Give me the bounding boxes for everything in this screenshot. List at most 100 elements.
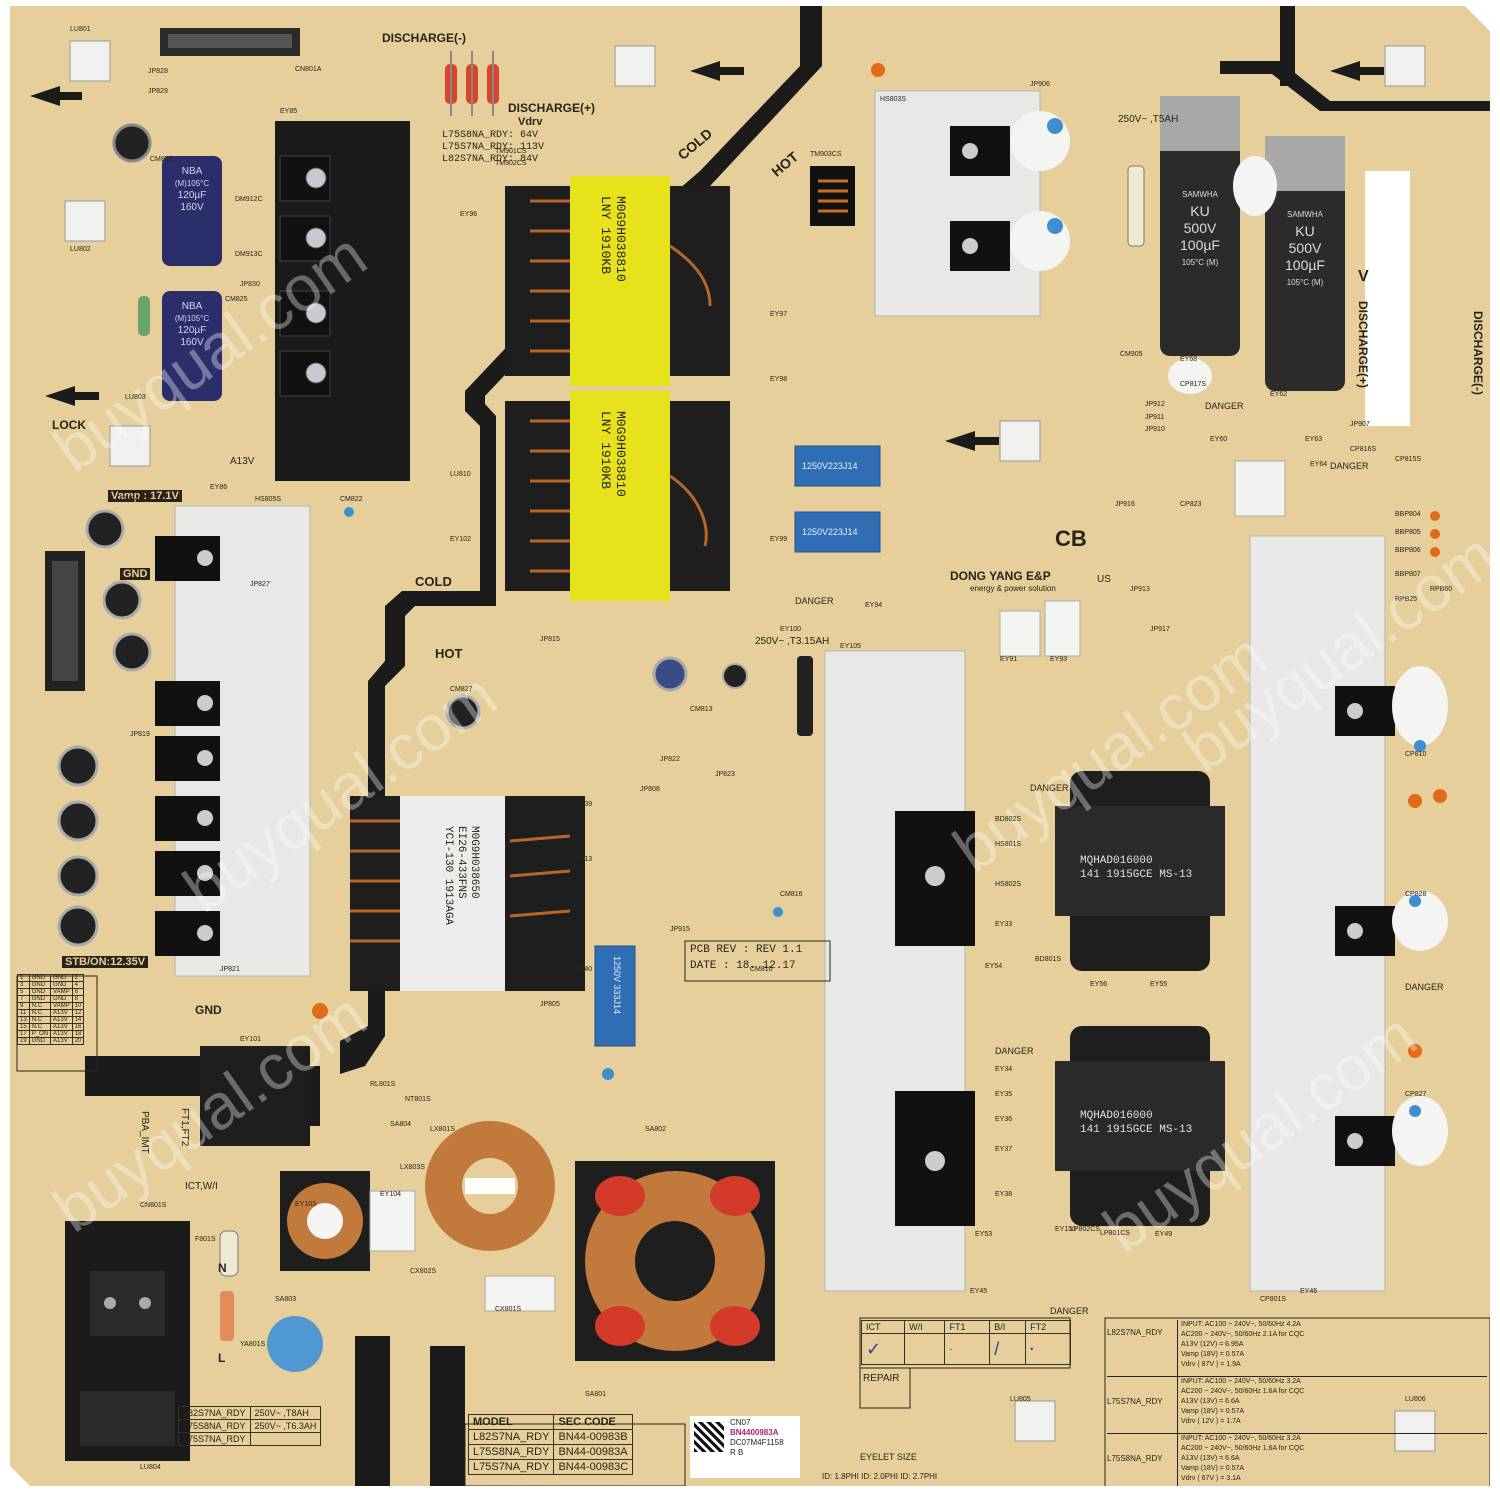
refdes-label: EY97 xyxy=(770,311,788,318)
refdes-label: JP823 xyxy=(715,771,735,778)
vdrv-l75s7: L75S7NA_RDY: 113V xyxy=(442,142,545,153)
connector-pin-cell: 4 xyxy=(71,981,85,989)
connector-pin-cell: GND xyxy=(50,981,73,989)
danger-label-4: DANGER xyxy=(1050,1306,1089,1316)
check-ft1: FT1 xyxy=(944,1320,991,1334)
fuse-mid-label: 250V~ ,T3.15AH xyxy=(755,636,830,647)
refdes-label: EY85 xyxy=(280,108,298,115)
connector-pin-cell: 5 xyxy=(17,988,30,996)
bulk-cap-1-temp: 105°C (M) xyxy=(1181,258,1219,267)
connector-pin-cell: A13V xyxy=(50,1009,73,1017)
nba-cap-1-line4: 160V xyxy=(180,202,204,213)
refdes-label: DM913C xyxy=(235,251,263,258)
refdes-label: LU805 xyxy=(1010,1396,1031,1403)
transformer-mid-marking: M0G9H038810 LNY 1910KB xyxy=(598,411,628,497)
connector-pin-cell: GND xyxy=(28,981,52,989)
refdes-label: JP829 xyxy=(148,88,168,95)
bulk-cap-2-marking: SAMWHA KU 500V 100µF 105°C (M) xyxy=(1275,206,1335,291)
connector-pin-cell: 19 xyxy=(17,1037,30,1045)
transformer-output-1-marking: MQHAD016000 141 1915GCE MS-13 xyxy=(1080,854,1192,882)
spec-line: Vamp (18V) = 0.57A xyxy=(1181,1408,1245,1415)
danger-label-1: DANGER xyxy=(795,596,834,606)
bulk-cap-2-temp: 105°C (M) xyxy=(1286,278,1324,287)
refdes-label: EY63 xyxy=(1305,436,1323,443)
connector-pin-cell: N.C xyxy=(28,1009,52,1017)
refdes-label: EY38 xyxy=(995,1191,1013,1198)
refdes-label: EY104 xyxy=(380,1191,402,1198)
refdes-label: JP821 xyxy=(220,966,240,973)
fuse-row: L75S7NA_RDY xyxy=(178,1432,322,1446)
refdes-label: JP910 xyxy=(1145,426,1165,433)
refdes-label: JP830 xyxy=(240,281,260,288)
refdes-label: JP805 xyxy=(540,1001,560,1008)
model-name: L82S7NA_RDY xyxy=(467,1429,555,1445)
connector-pin-cell: 3 xyxy=(17,981,30,989)
spec-line: A13V (13V) = 6.6A xyxy=(1181,1398,1240,1405)
dong-yang-label: DONG YANG E&P xyxy=(950,569,1051,583)
spec-block: L82S7NA_RDY INPUT: AC100 ~ 240V~, 50/60H… xyxy=(1107,1320,1487,1377)
refdes-label: CP816S xyxy=(1350,446,1377,453)
model-header-row: MODEL SEC CODE xyxy=(467,1414,634,1430)
refdes-label: LX801S xyxy=(430,1126,455,1133)
connector-pin-cell: GND xyxy=(50,974,73,982)
refdes-label: EY102 xyxy=(450,536,472,543)
toroid-choke-3 xyxy=(280,1171,370,1271)
nba-cap-2-line2: (M)105°C xyxy=(174,314,210,323)
connector-pin-cell: N.C xyxy=(28,1023,52,1031)
bulk-cap-1-voltage: 500V xyxy=(1183,220,1217,236)
refdes-label: EY39 xyxy=(575,801,593,808)
danger-label-2: DANGER xyxy=(1030,783,1069,793)
transformer-standby-marking: M0G9H038650 EI26-433FNS YCI-130 1913AGA xyxy=(441,826,480,925)
connector-pin-cell: GND xyxy=(28,988,52,996)
refdes-label: BD801S xyxy=(1035,956,1062,963)
transformer-output-1 xyxy=(1055,771,1225,971)
refdes-label: JP815 xyxy=(540,636,560,643)
refdes-label: EY49 xyxy=(1155,1231,1173,1238)
refdes-label: EY91 xyxy=(1000,656,1018,663)
spec-line: AC200 ~ 240V~, 50/60Hz 1.6A for CQC xyxy=(1181,1445,1305,1452)
refdes-label: BBP805 xyxy=(1395,529,1421,536)
nba-cap-2-marking: NBA (M)105°C 120µF 160V xyxy=(170,301,214,349)
transformer-top-line2: LNY 1910KB xyxy=(598,196,613,275)
check-wi: W/I xyxy=(904,1320,946,1334)
spec-line: A13V (12V) = 6.95A xyxy=(1181,1341,1244,1348)
refdes-label: CP817S xyxy=(1180,381,1207,388)
refdes-label: JP808 xyxy=(640,786,660,793)
transformer-mid-line2: LNY 1910KB xyxy=(598,411,613,490)
refdes-label: TM903CS xyxy=(810,151,842,158)
check-ict: ICT xyxy=(860,1320,906,1334)
refdes-label: CM813 xyxy=(690,706,713,713)
refdes-label: LP802CS xyxy=(1070,1226,1100,1233)
refdes-label: NT801S xyxy=(405,1096,431,1103)
refdes-label: HS802S xyxy=(995,881,1022,888)
spec-block: L75S7NA_RDY INPUT: AC100 ~ 240V~, 50/60H… xyxy=(1107,1377,1487,1434)
l-label: L xyxy=(218,1351,226,1365)
sticker-line2: BN4400983A xyxy=(730,1428,779,1437)
transformer-mid xyxy=(505,391,730,601)
spec-model: L75S8NA_RDY xyxy=(1107,1454,1163,1463)
spec-block: L75S8NA_RDY INPUT: AC100 ~ 240V~, 50/60H… xyxy=(1107,1434,1487,1486)
nba-cap-1-marking: NBA (M)105°C 120µF 160V xyxy=(170,166,214,214)
refdes-label: JP916 xyxy=(1115,501,1135,508)
n-label: N xyxy=(218,1261,227,1275)
refdes-label: JP906 xyxy=(1030,81,1050,88)
gnd1-label: GND xyxy=(120,568,151,580)
bulk-cap-1-series: KU xyxy=(1190,203,1210,219)
refdes-label: CP827 xyxy=(1405,1091,1427,1098)
refdes-label: BBP806 xyxy=(1395,547,1421,554)
transformer-output-1-line2: 141 1915GCE MS-13 xyxy=(1080,869,1193,881)
refdes-label: SA801 xyxy=(585,1391,607,1398)
model-name: L75S7NA_RDY xyxy=(467,1459,555,1475)
connector-pin-cell: 17 xyxy=(17,1030,30,1038)
refdes-label: CM816 xyxy=(780,891,803,898)
refdes-label: EY62 xyxy=(1270,391,1288,398)
refdes-label: CM905 xyxy=(1120,351,1143,358)
spec-line: INPUT: AC100 ~ 240V~, 50/60Hz 3.2A xyxy=(1181,1435,1301,1442)
